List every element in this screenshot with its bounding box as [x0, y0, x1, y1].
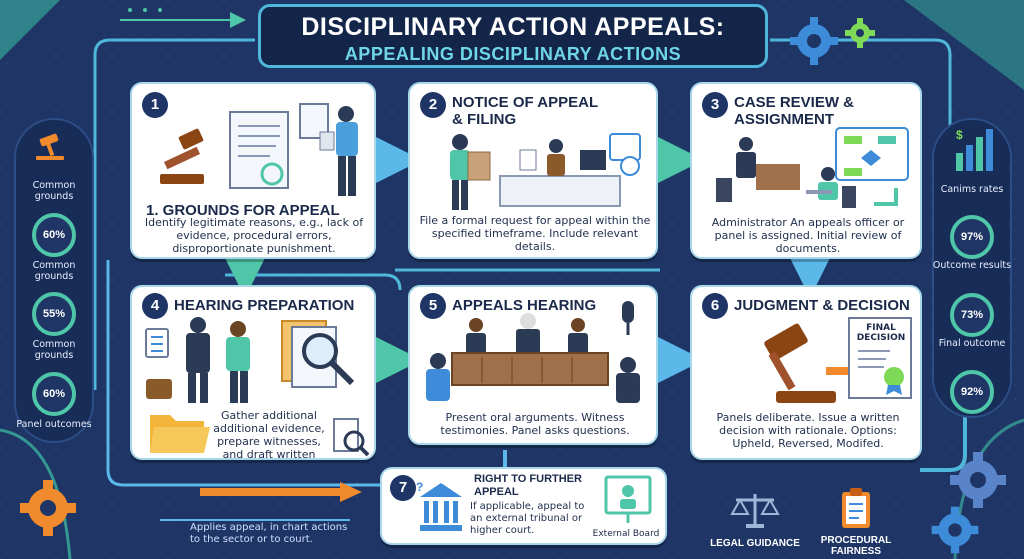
hearing-prep-illustration-icon: [145, 317, 355, 403]
gear-icon: [950, 452, 1006, 508]
step-card-3: 3 CASE REVIEW & ASSIGNMENT Administrator…: [690, 82, 922, 259]
right-stat-value-2: 97%: [950, 215, 994, 259]
clipboard-icon: [842, 488, 870, 528]
page-subtitle: APPEALING DISCIPLINARY ACTIONS: [344, 44, 682, 64]
step-title: RIGHT TO FURTHER APPEAL: [474, 473, 582, 498]
step-title: NOTICE OF APPEAL & FILING: [452, 94, 598, 128]
right-stat-label-1: Canims rates: [940, 184, 1004, 195]
left-stat-value-3: 55%: [32, 292, 76, 336]
title-banner: DISCIPLINARY ACTION APPEALS: APPEALING D…: [258, 4, 768, 68]
step-number: 3: [702, 92, 728, 118]
step-title: CASE REVIEW & ASSIGNMENT: [734, 94, 855, 128]
left-stat-value-2: 60%: [32, 213, 76, 257]
external-board-label: External Board: [592, 529, 660, 539]
left-stat-label-4: Panel outcomes: [16, 419, 92, 430]
step-number: 7: [390, 475, 416, 501]
page-title: DISCIPLINARY ACTION APPEALS:: [301, 13, 725, 41]
step-description: Panels deliberate. Issue a written decis…: [716, 411, 900, 450]
step-number: 1: [142, 92, 168, 118]
courthouse-icon: ?: [416, 480, 462, 531]
hearing-illustration-icon: [426, 301, 640, 403]
right-stat-label-2: Outcome results: [932, 260, 1012, 271]
procedural-fairness-label: PROCEDURAL FAIRNESS: [820, 535, 892, 557]
right-stat-value-4: 92%: [950, 370, 994, 414]
grounds-illustration-icon: [160, 103, 358, 196]
case-review-illustration-icon: [716, 127, 909, 208]
final-decision-label: FINAL DECISION: [856, 323, 906, 343]
footer-note: Applies appeal, in chart actions to the …: [190, 522, 348, 545]
step-description: Identify legitimate reasons, e.g., lack …: [144, 216, 364, 255]
step-card-4: 4 HEARING PREPARATION Gather additional …: [130, 285, 376, 460]
step-description: Present oral arguments. Witness testimon…: [440, 411, 630, 437]
step-description: Administrator An appeals officer or pane…: [711, 216, 905, 255]
right-stat-value-3: 73%: [950, 293, 994, 337]
corner-deco-top-right: [904, 0, 1024, 90]
step-card-1: 1 1. GROUNDS FOR APPEAL Identify legitim…: [130, 82, 376, 259]
gavel-decision-icon: [764, 323, 856, 403]
step-card-2: 2 NOTICE OF APPEAL & FILING File a forma…: [408, 82, 658, 259]
folder-icon: [150, 415, 210, 453]
gear-icon: [845, 18, 875, 48]
step-card-6: 6 JUDGMENT & DECISION FINAL DECISION Pan…: [690, 285, 922, 460]
seal-icon: [858, 350, 904, 395]
step-card-5: 5 APPEALS HEARING Present oral arguments…: [408, 285, 658, 445]
step-card-7: 7 ? RIGHT TO FURTHER APPEAL If applicabl…: [380, 467, 667, 545]
corner-deco-top-left: [0, 0, 60, 60]
left-stat-label-3: Common grounds: [32, 339, 76, 361]
bar-chart-icon: $: [956, 128, 993, 171]
left-stat-label-1: Common grounds: [32, 180, 76, 202]
step-description: File a formal request for appeal within …: [419, 214, 651, 253]
final-decision-document: FINAL DECISION: [848, 317, 912, 399]
step-title: 1. GROUNDS FOR APPEAL: [146, 202, 340, 219]
gear-icon: [931, 506, 979, 554]
gavel-icon: [36, 133, 64, 160]
step-title: HEARING PREPARATION: [174, 297, 355, 314]
step-number: 2: [420, 92, 446, 118]
svg-text:$: $: [956, 128, 963, 142]
svg-text:?: ?: [416, 480, 423, 494]
step-number: 6: [702, 293, 728, 319]
legal-guidance-label: LEGAL GUIDANCE: [710, 538, 800, 549]
presentation-board-icon: [604, 475, 652, 523]
left-stat-label-2: Common grounds: [32, 260, 76, 282]
step-description: Gather additional additional evidence, p…: [213, 409, 325, 460]
gear-icon: [20, 480, 76, 536]
left-stat-value-4: 60%: [32, 372, 76, 416]
scales-icon: [730, 494, 780, 528]
right-stat-label-3: Final outcome: [938, 338, 1006, 349]
step-title: APPEALS HEARING: [452, 297, 597, 314]
step-number: 5: [420, 293, 446, 319]
gear-icon: [790, 17, 838, 65]
step-number: 4: [142, 293, 168, 319]
filing-illustration-icon: [450, 133, 641, 210]
step-title: JUDGMENT & DECISION: [734, 297, 910, 314]
magnifier-document-icon: [333, 418, 370, 457]
step-description: If applicable, appeal to an external tri…: [470, 501, 585, 536]
